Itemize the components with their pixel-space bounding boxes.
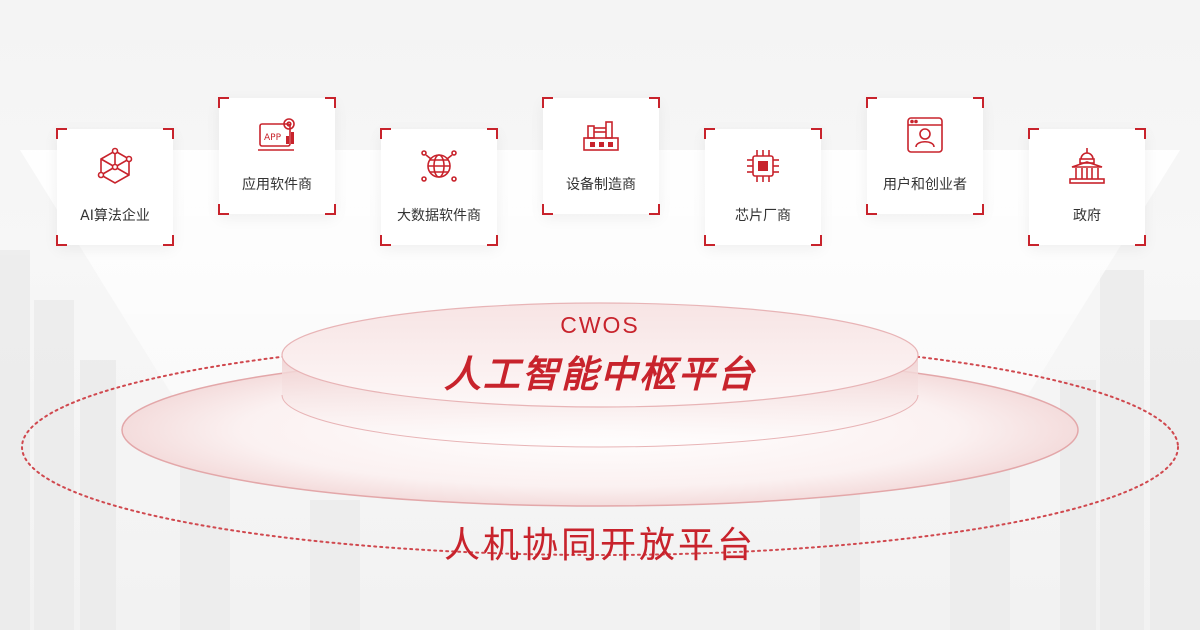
partner-label: 芯片厂商	[735, 208, 791, 224]
partner-card-chip-maker[interactable]: 芯片厂商	[704, 128, 822, 246]
partner-label: 设备制造商	[566, 177, 636, 193]
app-gear-icon: APP	[258, 118, 295, 151]
frame-corner	[811, 235, 822, 246]
bottom-title: 人机协同开放平台	[443, 525, 756, 566]
frame-corner	[218, 204, 229, 215]
frame-corner	[649, 97, 660, 108]
frame-corner	[704, 235, 715, 246]
frame-corner	[973, 97, 984, 108]
frame-corner	[649, 204, 660, 215]
frame-corner	[487, 128, 498, 139]
partner-card-ai-algorithm[interactable]: AI算法企业	[56, 128, 174, 246]
frame-corner	[163, 235, 174, 246]
cube-network-icon	[97, 147, 133, 184]
partner-card-app-software[interactable]: APP 应用软件商	[218, 97, 336, 215]
svg-text:APP: APP	[264, 133, 282, 143]
partner-label: 用户和创业者	[883, 177, 967, 193]
user-profile-icon	[907, 117, 943, 153]
frame-corner	[866, 204, 877, 215]
partner-label: 大数据软件商	[397, 208, 481, 224]
platform-brand: CWOS	[560, 312, 640, 338]
frame-corner	[973, 204, 984, 215]
frame-corner	[325, 97, 336, 108]
platform-name: 人工智能中枢平台	[444, 353, 756, 396]
frame-corner	[704, 128, 715, 139]
frame-corner	[811, 128, 822, 139]
partner-card-big-data[interactable]: 大数据软件商	[380, 128, 498, 246]
frame-corner	[325, 204, 336, 215]
frame-corner	[1028, 235, 1039, 246]
frame-corner	[1135, 128, 1146, 139]
partner-card-users-founders[interactable]: 用户和创业者	[866, 97, 984, 215]
frame-corner	[866, 97, 877, 108]
frame-corner	[1028, 128, 1039, 139]
frame-corner	[487, 235, 498, 246]
upper-cylinder-top	[281, 302, 919, 408]
frame-corner	[380, 235, 391, 246]
partner-card-device-manufacturer[interactable]: 设备制造商	[542, 97, 660, 215]
chip-icon	[747, 150, 779, 182]
partner-card-government[interactable]: 政府	[1028, 128, 1146, 246]
partner-label: 应用软件商	[242, 177, 312, 193]
government-building-icon	[1069, 148, 1105, 184]
factory-icon	[583, 121, 619, 151]
frame-corner	[163, 128, 174, 139]
partner-label: 政府	[1073, 208, 1101, 224]
frame-corner	[56, 128, 67, 139]
globe-data-icon	[421, 150, 457, 182]
frame-corner	[542, 97, 553, 108]
frame-corner	[542, 204, 553, 215]
frame-corner	[56, 235, 67, 246]
frame-corner	[218, 97, 229, 108]
frame-corner	[1135, 235, 1146, 246]
frame-corner	[380, 128, 391, 139]
partner-label: AI算法企业	[80, 208, 150, 224]
